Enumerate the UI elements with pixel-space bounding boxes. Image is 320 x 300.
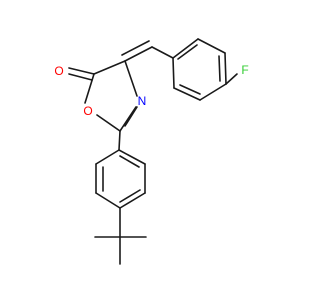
bond-tbphenyl-inner-c bbox=[119, 155, 140, 168]
bond-c4-ch-double bbox=[121, 40, 150, 56]
bond-fphenyl-to-f bbox=[225, 73, 238, 85]
bond-fphenyl-5-6 bbox=[197, 38, 226, 54]
bond-c2-n3-inner bbox=[124, 106, 138, 127]
bond-fphenyl-inner-b bbox=[218, 55, 221, 82]
bond-ring-o-c2 bbox=[96, 114, 121, 132]
bond-c4-ch bbox=[124, 46, 153, 62]
bond-fphenyl-inner-a bbox=[179, 84, 201, 95]
bond-tbphenyl-inner-b bbox=[119, 189, 141, 203]
bond-n3-c4 bbox=[124, 60, 138, 97]
bond-fphenyl-1-2 bbox=[172, 57, 175, 89]
bond-fphenyl-3-4 bbox=[199, 83, 227, 101]
molecule-drawing: O O N F bbox=[54, 38, 249, 265]
bond-fphenyl-4-5 bbox=[224, 52, 227, 85]
bond-tbphenyl-1-2 bbox=[95, 149, 120, 165]
oxazolone-ring bbox=[84, 60, 138, 132]
fluorophenyl-ring bbox=[172, 38, 238, 101]
bond-fphenyl-2-3 bbox=[173, 87, 201, 101]
structure-canvas: O O N F bbox=[54, 38, 249, 265]
bond-c2-aryl bbox=[118, 130, 121, 151]
bond-fphenyl-6-1 bbox=[172, 38, 199, 59]
bond-ch-aryl bbox=[151, 46, 174, 59]
bond-c5-ring-o bbox=[84, 73, 95, 104]
bond-c4-c5 bbox=[93, 60, 126, 75]
fluorine-label: F bbox=[241, 63, 248, 77]
carbonyl-oxygen-label: O bbox=[54, 64, 63, 78]
tert-butylphenyl-ring bbox=[95, 130, 146, 209]
ring-oxygen-label: O bbox=[83, 104, 92, 118]
bond-c2-n3 bbox=[119, 106, 137, 132]
exocyclic-alkene bbox=[121, 40, 174, 62]
bond-tbphenyl-4-5 bbox=[119, 192, 146, 209]
bond-tbphenyl-6-1 bbox=[118, 149, 146, 165]
bond-fphenyl-inner-c bbox=[177, 44, 198, 60]
bond-tbphenyl-3-4 bbox=[95, 192, 121, 209]
bond-c5-carbonyl-o-double bbox=[68, 73, 93, 81]
bond-c5-carbonyl-o bbox=[68, 67, 95, 75]
carbonyl-group bbox=[68, 67, 95, 81]
ring-nitrogen-label: N bbox=[138, 94, 147, 108]
tert-butyl-group bbox=[94, 207, 147, 265]
